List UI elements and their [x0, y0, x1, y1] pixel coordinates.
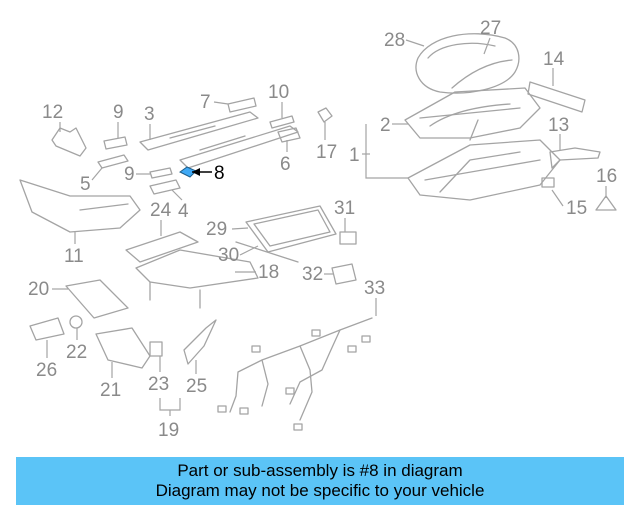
callout-20[interactable]: 20 [28, 279, 49, 300]
callout-26[interactable]: 26 [36, 360, 57, 381]
callout-1[interactable]: 1 [349, 145, 360, 166]
parts-diagram: 28 27 2 1 14 13 15 16 12 [19, 18, 617, 441]
callout-9-top[interactable]: 9 [113, 102, 124, 123]
callout-28[interactable]: 28 [384, 30, 405, 51]
callout-31[interactable]: 31 [334, 198, 355, 219]
callout-7[interactable]: 7 [200, 92, 211, 113]
callout-8[interactable]: 8 [214, 163, 225, 184]
callout-12[interactable]: 12 [42, 102, 63, 123]
bracket-12-part [51, 127, 87, 157]
callout-18[interactable]: 18 [258, 262, 279, 283]
bracket-14-part [527, 81, 586, 113]
info-banner: Part or sub-assembly is #8 in diagram Di… [16, 457, 624, 505]
callout-15[interactable]: 15 [566, 198, 587, 219]
bracket-32-part [331, 263, 357, 285]
rail-13-part [549, 147, 601, 169]
callout-30[interactable]: 30 [218, 245, 239, 266]
callout-32[interactable]: 32 [302, 264, 323, 285]
callout-14[interactable]: 14 [543, 49, 565, 70]
bracket-6-part [277, 127, 301, 143]
bracket-5-part [97, 154, 129, 169]
callout-3[interactable]: 3 [144, 104, 155, 125]
bracket-7-part [227, 97, 257, 113]
callout-6[interactable]: 6 [280, 154, 291, 175]
leader-8-arrowhead [192, 168, 200, 176]
side-trim-11-part [19, 179, 141, 233]
motor-31-part [339, 231, 357, 245]
callout-9-lower[interactable]: 9 [124, 164, 135, 185]
callout-16[interactable]: 16 [596, 166, 617, 187]
callout-19[interactable]: 19 [158, 420, 179, 441]
track-24-part [125, 231, 259, 309]
callout-4[interactable]: 4 [178, 201, 189, 222]
bracket-9b-part [149, 167, 173, 179]
callout-23[interactable]: 23 [148, 374, 169, 395]
callout-27[interactable]: 27 [480, 18, 501, 39]
callout-17[interactable]: 17 [316, 142, 337, 163]
tray-26-part [29, 317, 65, 341]
cover-16-part [595, 195, 617, 211]
clip-23-part [149, 341, 163, 357]
callout-24[interactable]: 24 [150, 200, 172, 221]
knob-17-part [317, 107, 333, 123]
callout-10[interactable]: 10 [268, 82, 289, 103]
callout-21[interactable]: 21 [100, 380, 121, 401]
callout-33[interactable]: 33 [364, 278, 385, 299]
callout-29[interactable]: 29 [206, 219, 227, 240]
callout-5[interactable]: 5 [80, 174, 91, 195]
grommet-22-part [69, 315, 83, 329]
clip-15-part [541, 177, 555, 188]
callout-22[interactable]: 22 [66, 342, 87, 363]
banner-line-part-number: Part or sub-assembly is #8 in diagram [177, 461, 463, 480]
callout-2[interactable]: 2 [380, 115, 391, 136]
bracket-10-part [269, 115, 295, 129]
banner-line-disclaimer: Diagram may not be specific to your vehi… [155, 481, 485, 500]
harness-33-part [217, 317, 373, 431]
trim-21-part [95, 327, 151, 369]
bracket-9a-part [103, 136, 128, 150]
seat-cushion-part [415, 33, 520, 94]
trim-25-part [183, 319, 217, 365]
callout-13[interactable]: 13 [548, 115, 569, 136]
cover-20-part [65, 279, 129, 319]
callout-25[interactable]: 25 [186, 376, 207, 397]
bracket-4-part [149, 179, 181, 195]
panel-29-part [235, 205, 337, 263]
callout-11[interactable]: 11 [64, 246, 84, 267]
seat-frame-part [404, 87, 561, 201]
